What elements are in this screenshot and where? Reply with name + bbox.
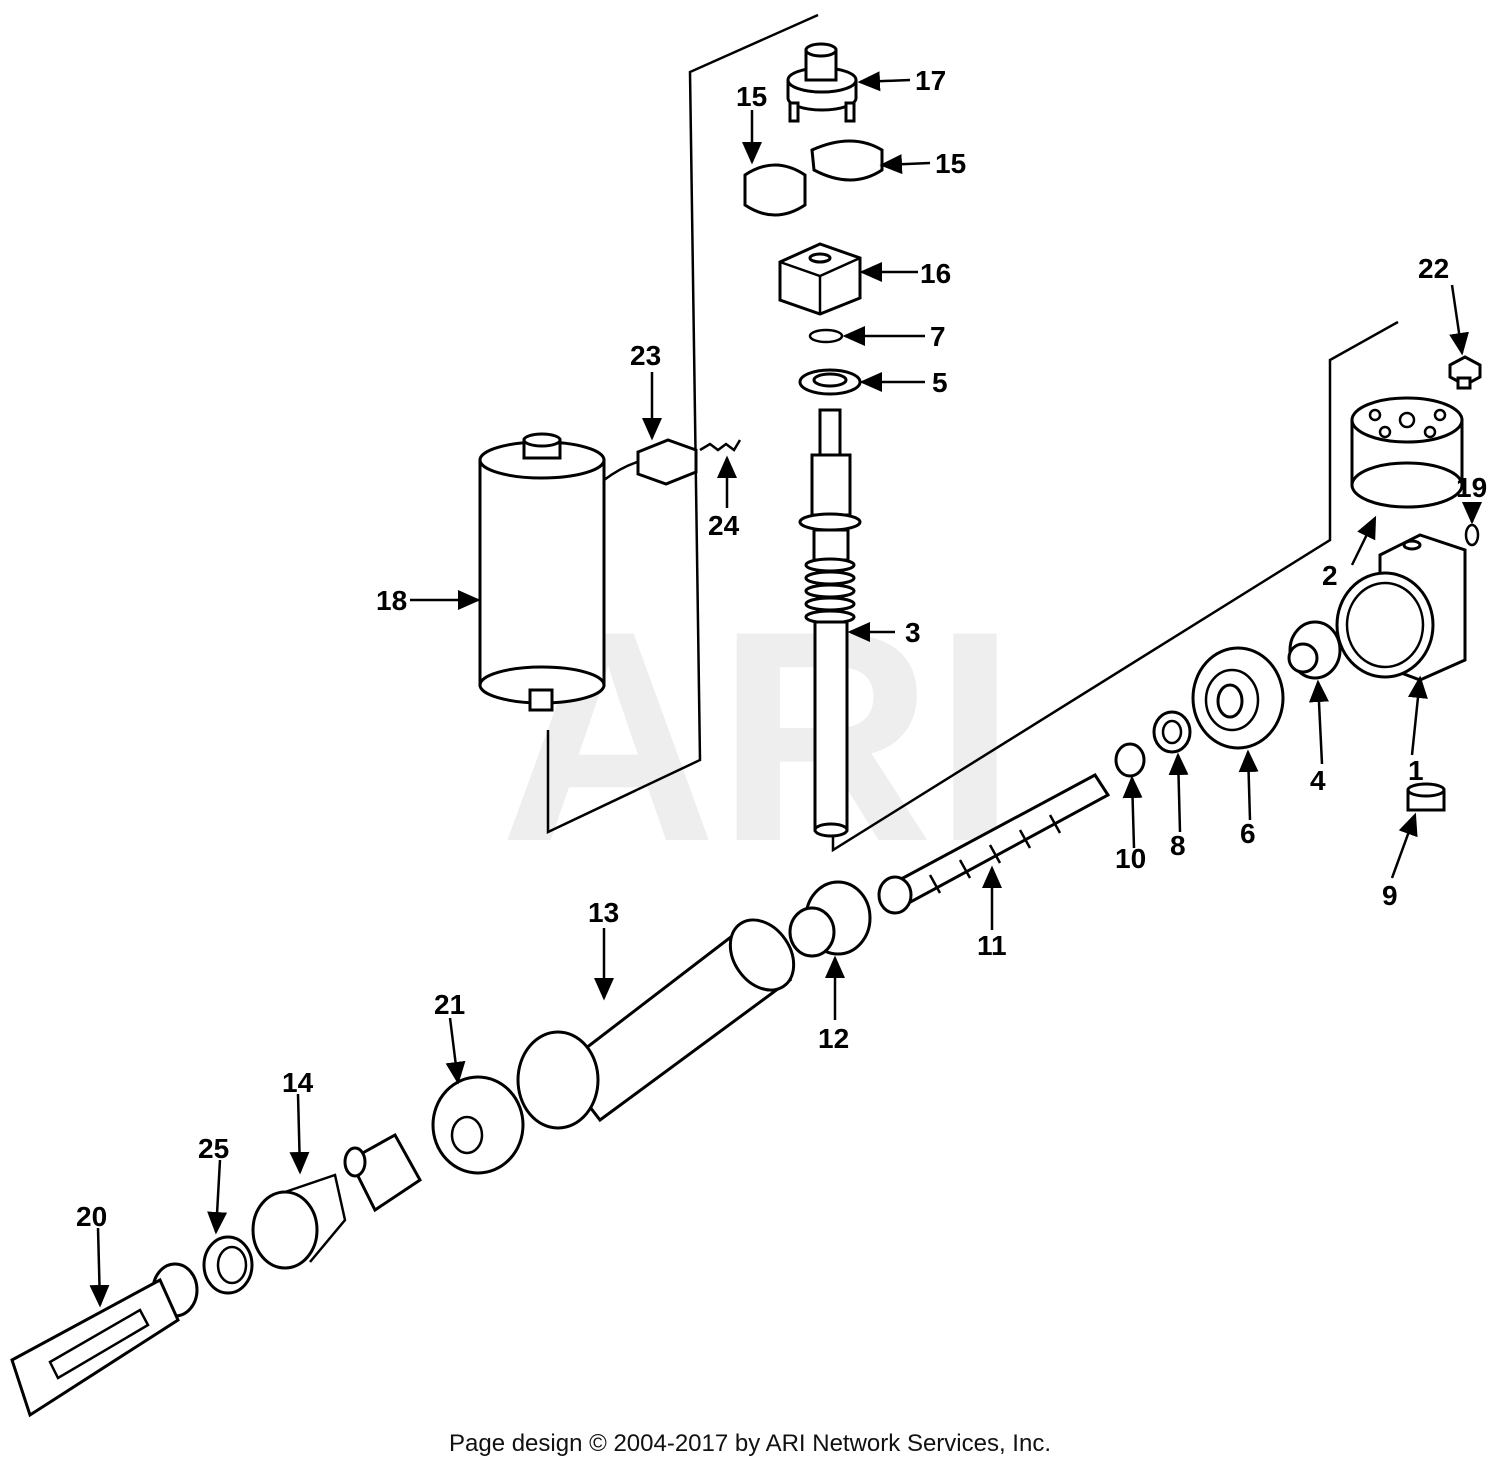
- callout-20: 20: [76, 1201, 107, 1232]
- part-15-right-half: [810, 139, 884, 182]
- part-21-bushing: [431, 1075, 525, 1175]
- part-25-ring: [202, 1235, 254, 1295]
- callout-1: 1: [1408, 755, 1424, 786]
- callout-18: 18: [376, 585, 407, 616]
- callout-9: 9: [1382, 880, 1398, 911]
- bracket-line-left: [546, 13, 819, 834]
- part-18-motor: [478, 432, 606, 712]
- callout-6: 6: [1240, 818, 1256, 849]
- callout-21: 21: [434, 989, 465, 1020]
- callout-25: 25: [198, 1133, 229, 1164]
- part-15-left-half: [743, 163, 807, 217]
- callout-3: 3: [905, 617, 921, 648]
- part-9-bushing: [1406, 782, 1446, 812]
- leader-arrows: [89, 71, 1482, 1308]
- part-8-washer: [1152, 710, 1192, 754]
- callout-11: 11: [977, 930, 1007, 961]
- callout-19: 19: [1456, 472, 1487, 503]
- callout-7: 7: [930, 321, 946, 352]
- part-7-ring: [808, 328, 844, 344]
- part-3-shaft: [798, 408, 862, 838]
- part-19-clip: [1464, 523, 1480, 547]
- part-10-spacer: [1114, 742, 1146, 778]
- part-22-screw: [1448, 355, 1482, 390]
- part-11-worm-screw: [877, 773, 1111, 915]
- part-14-sleeve: [251, 1132, 422, 1270]
- callout-16: 16: [920, 258, 951, 289]
- callout-24: 24: [708, 510, 740, 541]
- callout-13: 13: [588, 897, 619, 928]
- part-5-washer: [798, 368, 862, 396]
- part-23-connector: [603, 438, 698, 486]
- part-6-bearing: [1191, 646, 1285, 750]
- callout-8: 8: [1170, 830, 1186, 861]
- callout-23: 23: [630, 340, 661, 371]
- bracket-line-right: [831, 320, 1399, 853]
- callout-4: 4: [1310, 765, 1326, 796]
- copyright-footer: Page design © 2004-2017 by ARI Network S…: [448, 1430, 1051, 1457]
- callout-5: 5: [932, 367, 948, 398]
- part-24-wire-clip: [699, 439, 742, 452]
- callout-17: 17: [915, 65, 946, 96]
- callout-15-left: 15: [736, 81, 767, 112]
- callout-22: 22: [1418, 253, 1449, 284]
- part-1-housing: [1335, 533, 1467, 682]
- callout-10: 10: [1115, 843, 1146, 874]
- part-20-clevis: [10, 1262, 199, 1418]
- part-17-cap: [786, 42, 858, 123]
- callout-2: 2: [1322, 560, 1338, 591]
- part-12-nut: [788, 880, 872, 958]
- part-4-gear: [1287, 620, 1342, 680]
- callout-12: 12: [818, 1023, 849, 1054]
- part-13-tube: [516, 918, 796, 1130]
- callout-15-right: 15: [935, 148, 966, 179]
- part-16-block: [778, 242, 862, 316]
- callout-14: 14: [282, 1067, 314, 1098]
- part-2-housing-cover: [1350, 396, 1464, 509]
